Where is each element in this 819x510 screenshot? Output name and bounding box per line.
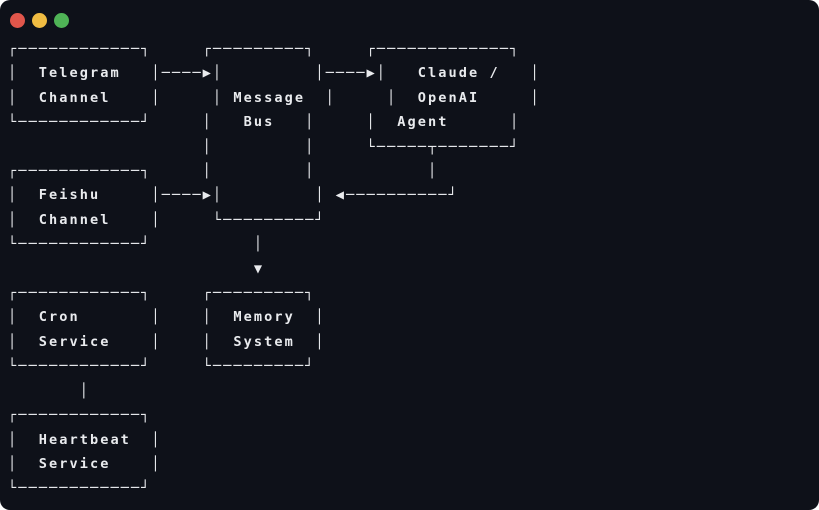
maximize-button[interactable] [54, 13, 69, 28]
window-titlebar [10, 13, 69, 28]
close-button[interactable] [10, 13, 25, 28]
minimize-button[interactable] [32, 13, 47, 28]
architecture-diagram: ┌────────────┐ ┌─────────┐ ┌────────────… [8, 41, 541, 497]
